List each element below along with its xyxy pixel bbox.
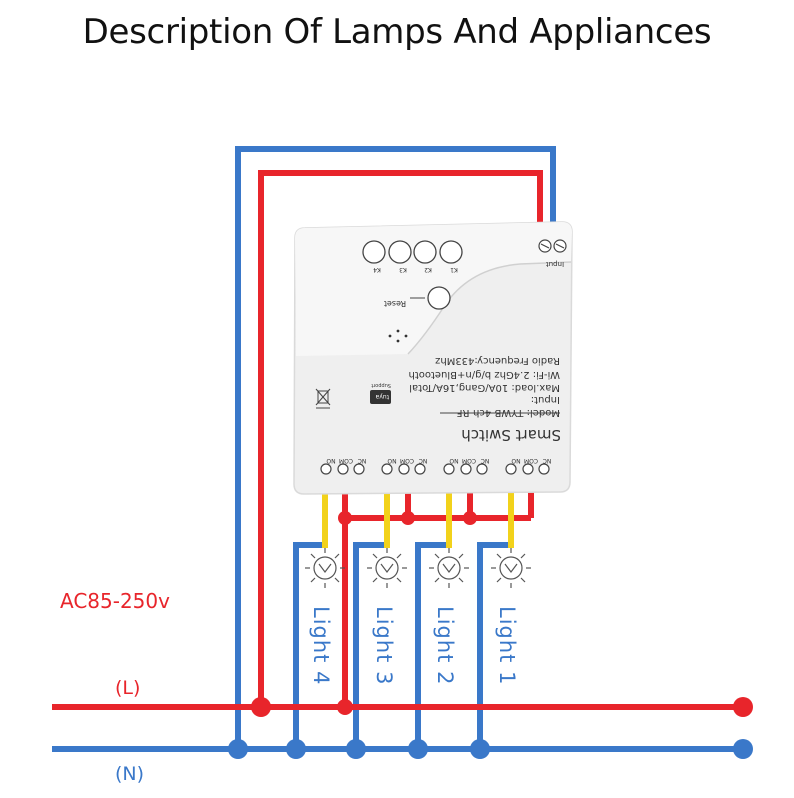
terminal-screw-icon	[522, 463, 534, 475]
k1-label: K1	[450, 266, 458, 273]
lamps	[305, 548, 531, 588]
terminal-label-nc: NC	[419, 457, 428, 464]
com-junction-dot	[338, 511, 352, 525]
k3-button-icon[interactable]	[388, 240, 412, 264]
neutral-junction-dot	[286, 739, 306, 759]
terminal-label-no: NO	[387, 457, 396, 464]
load-wiring	[322, 492, 514, 548]
terminal-group-2: NO COM NC	[443, 457, 490, 475]
k3-label: K3	[399, 266, 407, 273]
terminal-screw-icon	[538, 463, 550, 475]
terminal-screw-icon	[320, 463, 332, 475]
terminal-group-4: NO COM NC	[320, 457, 367, 475]
neutral-junction-dot	[408, 739, 428, 759]
k-buttons	[362, 240, 463, 264]
terminal-block: NO COM NC NO COM NC NO COM NC	[320, 457, 552, 475]
k-button-labels: K4 K3 K2 K1	[373, 266, 458, 273]
light3-lamp-icon	[367, 548, 407, 588]
k2-button-icon[interactable]	[413, 240, 437, 264]
page-title: Description Of Lamps And Appliances	[82, 12, 712, 52]
tuya-logo-icon: tuya	[370, 390, 391, 404]
terminal-label-com: COM	[400, 457, 414, 464]
neutral-junction-dot	[346, 739, 366, 759]
terminal-label-no: NO	[326, 457, 335, 464]
terminal-screw-icon	[353, 463, 365, 475]
terminal-label-no: NO	[511, 457, 520, 464]
tuya-support-text: Support	[371, 382, 391, 388]
terminal-screw-icon	[460, 463, 472, 475]
wifi-text: Wi-Fi: 2.4Ghz b/g/n+Bluetooth	[408, 369, 560, 380]
neutral-junction-dot	[228, 739, 248, 759]
weee-bin-icon	[315, 388, 331, 409]
neutral-label: (N)	[115, 763, 144, 785]
terminal-label-nc: NC	[358, 457, 367, 464]
light1-lamp-icon	[491, 548, 531, 588]
terminal-screw-icon	[476, 463, 488, 475]
terminal-group-1: NO COM NC	[505, 457, 552, 475]
terminal-label-com: COM	[524, 457, 538, 464]
light1-label: Light 1	[495, 606, 519, 685]
terminal-screw-icon	[381, 463, 393, 475]
live-feed-to-device	[258, 170, 543, 707]
reset-label: Reset	[384, 299, 406, 308]
junction-dots	[228, 511, 753, 759]
live-label: (L)	[115, 677, 140, 699]
terminal-screw-icon	[505, 463, 517, 475]
terminal-group-3: NO COM NC	[381, 457, 428, 475]
light4-lamp-icon	[305, 548, 345, 588]
light3-label: Light 3	[372, 606, 396, 685]
com-junction-dot	[463, 511, 477, 525]
live-junction-dot	[337, 699, 353, 715]
live-junction-dot	[251, 697, 271, 717]
svg-text:tuya: tuya	[375, 393, 389, 400]
input-label: Input	[546, 260, 564, 268]
k2-label: K2	[424, 266, 432, 273]
neutral-end-dot	[733, 739, 753, 759]
light2-neutral-return	[415, 542, 447, 749]
terminal-label-nc: NC	[543, 457, 552, 464]
neutral-feed-to-device	[235, 146, 556, 749]
terminal-screw-icon	[443, 463, 455, 475]
radio-frequency-text: Radio Frequency:433Mhz	[435, 355, 560, 366]
terminal-label-nc: NC	[481, 457, 490, 464]
neutral-junction-dot	[470, 739, 490, 759]
terminal-screw-icon	[337, 463, 349, 475]
light3-neutral-return	[353, 542, 385, 749]
k4-button-icon[interactable]	[362, 240, 386, 264]
reset-button-icon[interactable]	[427, 286, 451, 310]
input-terminal-icon	[538, 239, 567, 253]
terminal-label-no: NO	[449, 457, 458, 464]
live-end-dot	[733, 697, 753, 717]
light2-label: Light 2	[433, 606, 457, 685]
neutral-wiring	[52, 146, 743, 752]
device-name-text: Smart Switch	[461, 426, 561, 444]
led-indicator-icon	[388, 329, 408, 343]
terminal-screw-icon	[398, 463, 410, 475]
light1-neutral-return	[477, 542, 509, 749]
light4-label: Light 4	[309, 606, 333, 685]
light-labels: Light 4 Light 3 Light 2 Light 1	[309, 606, 519, 685]
com-junction-dot	[401, 511, 415, 525]
smart-switch-device: K4 K3 K2 K1 Input Reset Radio Frequency:…	[293, 221, 573, 495]
terminal-label-com: COM	[462, 457, 476, 464]
light2-lamp-icon	[429, 548, 469, 588]
input-spec-text: Input:	[531, 394, 560, 405]
max-load-text: Max.load: 10A/Gang,16A/Total	[409, 382, 560, 393]
light4-neutral-return	[293, 542, 325, 749]
k4-label: K4	[373, 266, 381, 273]
terminal-label-com: COM	[339, 457, 353, 464]
k1-button-icon[interactable]	[439, 240, 463, 264]
terminal-screw-icon	[414, 463, 426, 475]
voltage-label: AC85-250v	[60, 589, 170, 613]
